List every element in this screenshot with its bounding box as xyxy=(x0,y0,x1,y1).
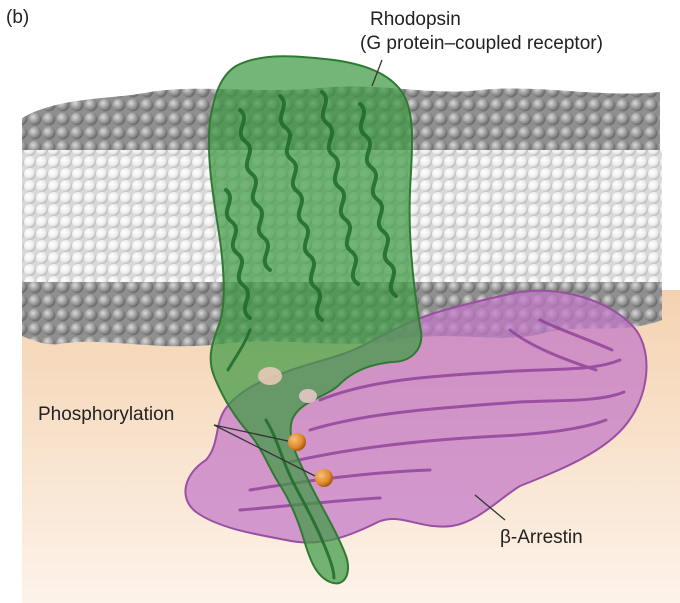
rhodopsin-surface xyxy=(207,55,423,585)
leader-arrestin xyxy=(474,494,506,521)
panel-label: (b) xyxy=(6,7,30,28)
phosphorylation-label: Phosphorylation xyxy=(38,404,175,425)
phosphate-site-1 xyxy=(288,433,306,451)
leader-phospho-2 xyxy=(213,424,316,477)
beta-arrestin-ribbons xyxy=(238,318,626,512)
rhodopsin-type-label: (G protein–coupled receptor) xyxy=(360,33,603,54)
beta-arrestin-label: β-Arrestin xyxy=(500,527,583,548)
phosphate-site-2 xyxy=(315,469,333,487)
leader-phospho-1 xyxy=(213,424,289,442)
leader-lines xyxy=(213,59,506,521)
leader-rhodopsin xyxy=(371,59,383,87)
rhodopsin-c-tail xyxy=(226,328,336,580)
rhodopsin-label: Rhodopsin xyxy=(370,9,461,30)
rhodopsin-helices xyxy=(224,90,398,322)
